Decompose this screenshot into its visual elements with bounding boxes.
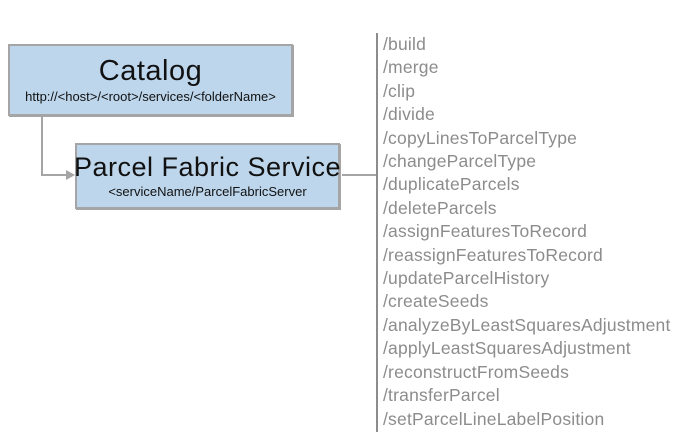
operation-item: /applyLeastSquaresAdjustment	[383, 338, 631, 359]
operation-item: /reconstructFromSeeds	[383, 361, 570, 382]
parcel-fabric-service-box: Parcel Fabric Service <serviceName/Parce…	[73, 143, 342, 209]
operation-item: /analyzeByLeastSquaresAdjustment	[383, 314, 671, 335]
operation-item: /deleteParcels	[383, 197, 497, 218]
operation-item: /createSeeds	[383, 291, 489, 312]
operation-item: /build	[383, 34, 427, 54]
operations-separator-line	[376, 33, 378, 432]
catalog-url-pattern: http://<host>/<root>/services/<folderNam…	[25, 89, 276, 104]
operation-item: /assignFeaturesToRecord	[383, 221, 588, 242]
connector-arrowhead-icon	[66, 170, 75, 180]
operation-item: /divide	[383, 104, 435, 125]
operation-item: /updateParcelHistory	[383, 268, 550, 289]
operation-item: /transferParcel	[383, 385, 500, 406]
operation-item: /setParcelLineLabelPosition	[383, 408, 605, 429]
connector-service-to-list-line	[342, 174, 377, 176]
connector-catalog-vertical-line	[41, 116, 43, 176]
connector-catalog-horizontal-line	[41, 174, 67, 176]
catalog-box: Catalog http://<host>/<root>/services/<f…	[8, 44, 293, 116]
operations-list: /build/merge/clip/divide/copyLinesToParc…	[383, 33, 683, 431]
operation-item: /changeParcelType	[383, 151, 537, 172]
service-url-pattern: <serviceName/ParcelFabricServer	[108, 184, 307, 199]
operation-item: /duplicateParcels	[383, 174, 520, 195]
operation-item: /reassignFeaturesToRecord	[383, 244, 603, 265]
operation-item: /copyLinesToParcelType	[383, 127, 578, 148]
catalog-title: Catalog	[98, 55, 203, 87]
service-title: Parcel Fabric Service	[73, 152, 342, 182]
operation-item: /clip	[383, 80, 416, 101]
operation-item: /merge	[383, 57, 439, 78]
